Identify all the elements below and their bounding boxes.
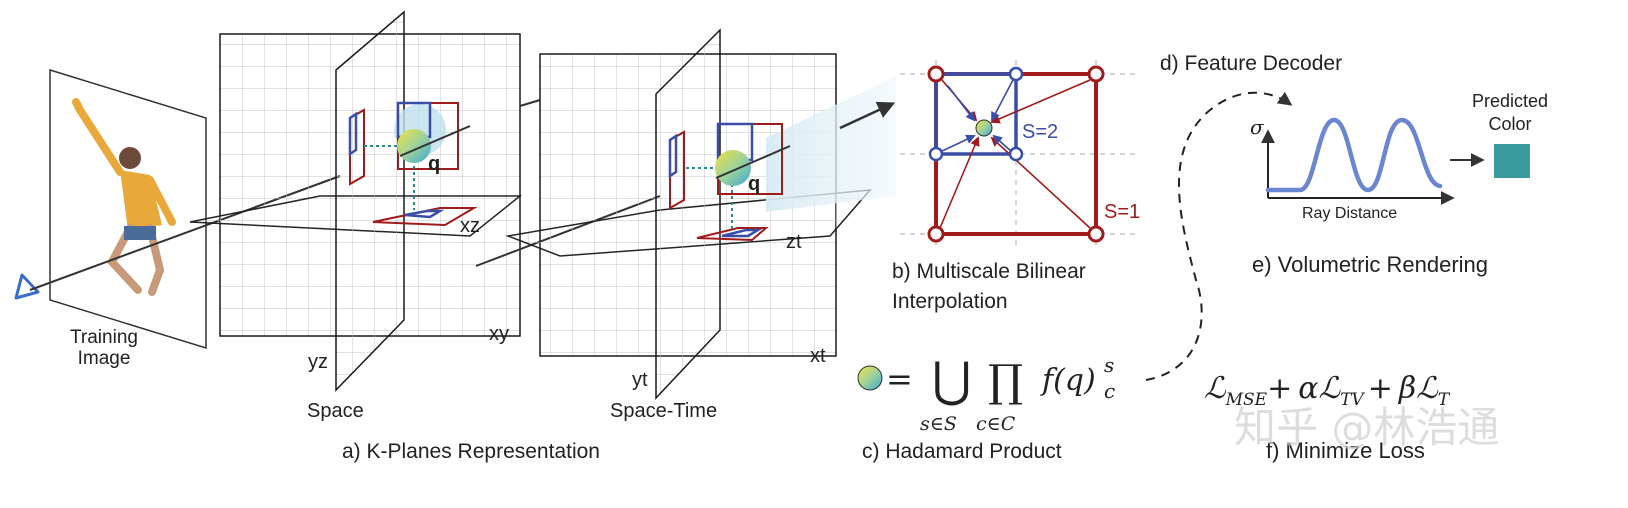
scale1-label: S=1 xyxy=(1104,201,1140,223)
caption-bilinear-line1: b) Multiscale Bilinear xyxy=(892,260,1086,283)
caption-hadamard: c) Hadamard Product xyxy=(862,440,1062,463)
predicted-label-line1: Predicted xyxy=(1472,91,1548,111)
hadamard-sub: c xyxy=(1104,379,1115,403)
caption-rendering: e) Volumetric Rendering xyxy=(1252,252,1488,277)
sigma-label: σ xyxy=(1250,115,1265,139)
decoder-arrow xyxy=(1145,91,1293,381)
hadamard-sup: s xyxy=(1104,353,1114,377)
hadamard-function: f(q) xyxy=(1040,363,1096,398)
space-title: Space xyxy=(307,400,364,422)
space-xy-label: xy xyxy=(489,323,509,345)
space-sample-point xyxy=(397,129,431,163)
spacetime-point-label: q xyxy=(748,173,760,195)
hadamard-formula: = ⋃ ∏ s∈S c∈C f(q) s c c) Hadamard Produ… xyxy=(857,352,1115,463)
caption-bilinear-line2: Interpolation xyxy=(892,290,1008,313)
space-yz-plane xyxy=(335,10,405,392)
training-image-person xyxy=(72,98,176,296)
density-curve xyxy=(1265,117,1443,193)
ray-distance-label: Ray Distance xyxy=(1302,205,1397,222)
spacetime-planes: q zt xt yt Space-Time xyxy=(505,28,896,422)
spacetime-yt-plane xyxy=(655,28,721,400)
caption-loss: f) Minimize Loss xyxy=(1266,438,1425,463)
bilinear-query-point xyxy=(975,119,993,137)
training-label-line1: Training xyxy=(70,327,138,348)
camera-frustum-icon xyxy=(14,273,40,300)
training-label-line2: Image xyxy=(78,348,131,369)
hadamard-equals: = xyxy=(886,360,913,398)
space-xz-label: xz xyxy=(460,215,480,237)
space-planes: q xz xy yz Space xyxy=(189,10,523,422)
feature-sphere-icon xyxy=(857,365,883,391)
bilinear-interpolation: S=2 S=1 b) Multiscale Bilinear Interpola… xyxy=(892,60,1140,313)
caption-decoder: d) Feature Decoder xyxy=(1160,52,1342,75)
caption-kplanes: a) K-Planes Representation xyxy=(342,440,600,463)
predicted-label-line2: Color xyxy=(1488,114,1531,134)
space-point-label: q xyxy=(428,153,440,175)
arrow-to-bilinear xyxy=(839,101,896,130)
hadamard-union-sub: s∈S xyxy=(920,413,957,435)
predicted-color-swatch xyxy=(1494,144,1530,178)
spacetime-sample-point xyxy=(715,150,751,186)
scale2-label: S=2 xyxy=(1022,121,1058,143)
bilinear-scale2-cell xyxy=(934,72,1018,156)
spacetime-zt-label: zt xyxy=(786,231,802,253)
hadamard-union: ⋃ xyxy=(932,352,971,408)
loss-formula: ℒMSE+αℒTV+βℒT f) Minimize Loss xyxy=(1204,371,1451,463)
spacetime-xt-label: xt xyxy=(810,345,826,367)
spacetime-title: Space-Time xyxy=(610,400,717,422)
volumetric-rendering: σ Ray Distance Predicted Color e) Volume… xyxy=(1250,91,1548,277)
spacetime-yt-label: yt xyxy=(632,369,648,391)
hadamard-product-sub: c∈C xyxy=(976,413,1016,435)
hadamard-product: ∏ xyxy=(988,356,1023,407)
loss-equation: ℒMSE+αℒTV+βℒT xyxy=(1204,371,1451,410)
watermark-text: 知乎 @林浩通 xyxy=(1234,403,1499,452)
light-beam xyxy=(766,76,896,212)
space-yz-label: yz xyxy=(308,351,328,373)
